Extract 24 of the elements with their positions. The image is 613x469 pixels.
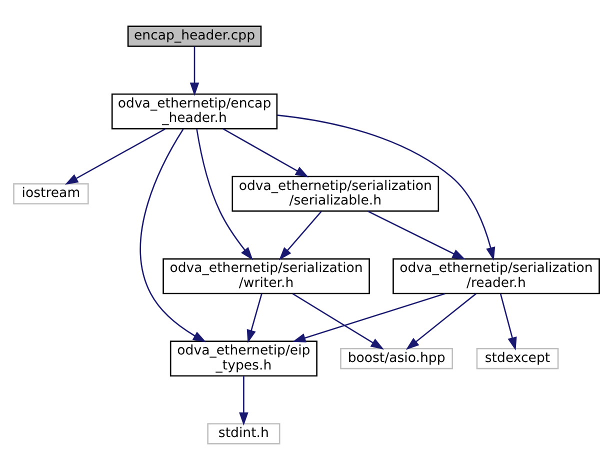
node-box: odva_ethernetip/serialization /reader.h — [392, 258, 600, 294]
arrow — [278, 210, 322, 260]
node-box: odva_ethernetip/serialization /serializable.h — [232, 175, 440, 212]
node-box: stdint.h — [207, 422, 280, 444]
arrow — [239, 376, 248, 426]
arrow — [277, 114, 496, 260]
node-box: stdexcept — [476, 347, 559, 369]
node-box: odva_ethernetip/encap _header.h — [111, 92, 278, 129]
arrow — [196, 128, 254, 260]
node-box: boost/asio.hpp — [340, 347, 454, 369]
node-box: odva_ethernetip/serialization /writer.h — [162, 258, 370, 294]
arrow — [500, 293, 517, 350]
arrow — [368, 210, 466, 260]
node-box: odva_ethernetip/eip _types.h — [170, 340, 318, 376]
arrow — [190, 46, 200, 96]
arrow — [64, 128, 166, 184]
arrow — [406, 292, 476, 350]
arrow — [246, 292, 262, 343]
node-box: encap_header.cpp — [127, 25, 262, 46]
arrow — [222, 128, 309, 177]
node-box: iostream — [13, 182, 89, 204]
arrow — [292, 292, 384, 350]
arrow — [292, 292, 446, 342]
arrow — [140, 128, 206, 342]
